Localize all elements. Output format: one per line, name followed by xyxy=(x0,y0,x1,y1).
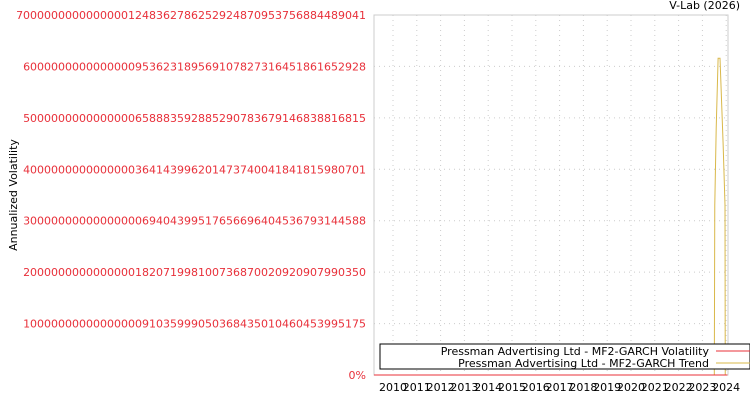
y-tick-label: 6000000000000000953623189569107827316451… xyxy=(23,60,366,73)
legend-label: Pressman Advertising Ltd - MF2-GARCH Tre… xyxy=(458,357,709,370)
x-axis-ticks: 2010201120122013201420152016201720182019… xyxy=(379,381,740,394)
y-tick-label: 7000000000000000124836278625292487095375… xyxy=(16,9,366,22)
y-tick-label: 2000000000000000182071998100736870020920… xyxy=(23,266,366,279)
x-tick-label: 2017 xyxy=(546,381,574,394)
x-tick-label: 2019 xyxy=(593,381,621,394)
x-tick-label: 2021 xyxy=(641,381,669,394)
grid xyxy=(374,14,728,375)
x-tick-label: 2016 xyxy=(522,381,550,394)
legend-label: Pressman Advertising Ltd - MF2-GARCH Vol… xyxy=(441,345,710,358)
x-tick-label: 2014 xyxy=(474,381,502,394)
credit-label: V-Lab (2026) xyxy=(669,0,740,12)
x-tick-label: 2015 xyxy=(498,381,526,394)
series-lines xyxy=(374,57,728,376)
x-tick-label: 2024 xyxy=(712,381,740,394)
x-tick-label: 2011 xyxy=(403,381,431,394)
x-tick-label: 2012 xyxy=(427,381,455,394)
y-axis-label: Annualized Volatility xyxy=(7,139,20,251)
x-tick-label: 2010 xyxy=(379,381,407,394)
x-tick-label: 2022 xyxy=(665,381,693,394)
x-tick-label: 2018 xyxy=(569,381,597,394)
x-tick-label: 2013 xyxy=(450,381,478,394)
x-tick-label: 2020 xyxy=(617,381,645,394)
y-tick-label: 1000000000000000091035999050368435010460… xyxy=(23,318,366,331)
legend: Pressman Advertising Ltd - MF2-GARCH Vol… xyxy=(379,343,750,370)
y-tick-label: 4000000000000000364143996201473740041841… xyxy=(23,163,366,176)
legend-box xyxy=(379,343,750,370)
plot-area-border xyxy=(373,14,729,376)
y-axis-ticks: 0% 10000000000000000910359990503684350104… xyxy=(16,9,366,382)
x-tick-label: 2023 xyxy=(688,381,716,394)
y-tick-label: 0% xyxy=(349,369,366,382)
y-tick-label: 5000000000000000658883592885290783679146… xyxy=(23,112,366,125)
y-tick-label: 3000000000000000069404399517656696404536… xyxy=(23,215,366,228)
series-line xyxy=(374,57,728,376)
